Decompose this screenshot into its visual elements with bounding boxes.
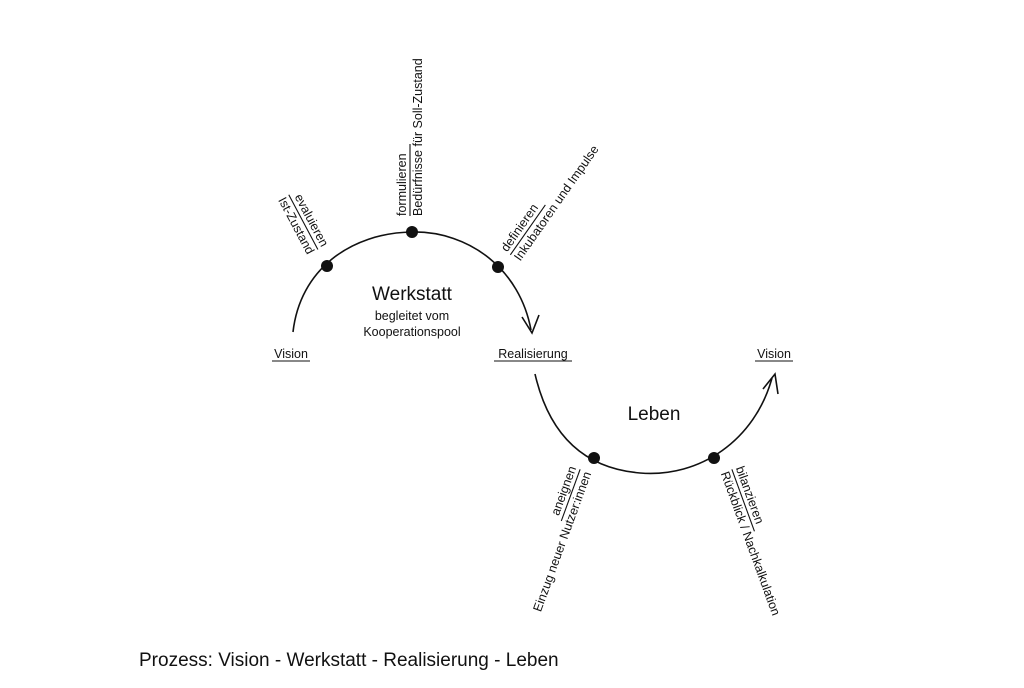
step-bilanzieren-underline — [731, 469, 755, 532]
step-definieren-label: definieren Inkubatoren und Impulse — [498, 143, 602, 264]
step-definieren-underline — [509, 204, 546, 256]
step-aneignen-underline — [560, 469, 581, 522]
leben-arrowhead — [762, 372, 779, 395]
step-formulieren-verb: formulieren — [395, 153, 409, 216]
step-dot-aneignen — [588, 452, 600, 464]
leben-arc — [534, 373, 773, 475]
step-dot-evaluieren — [321, 260, 333, 272]
step-dot-bilanzieren — [708, 452, 720, 464]
node-vision-start: Vision — [274, 347, 308, 361]
leben-title: Leben — [628, 404, 681, 425]
step-formulieren-object: Bedürfnisse für Soll-Zustand — [411, 58, 425, 216]
node-vision-end: Vision — [757, 347, 791, 361]
werkstatt-subtitle-1: begleitet vom — [375, 309, 449, 323]
step-evaluieren-underline — [288, 194, 319, 250]
step-evaluieren-label: evaluieren Ist-Zustand — [275, 192, 331, 257]
werkstatt-title: Werkstatt — [372, 284, 453, 305]
werkstatt-subtitle-2: Kooperationspool — [363, 325, 460, 339]
step-aneignen-label: aneignen Einzug neuer Nutzer:innen — [530, 464, 594, 613]
step-bilanzieren-label: bilanzieren Rückblick / Nachkalkulation — [718, 464, 783, 617]
step-formulieren-label: formulieren Bedürfnisse für Soll-Zustand — [395, 58, 425, 216]
werkstatt-arrowhead — [521, 314, 540, 335]
step-dot-formulieren — [406, 226, 418, 238]
step-dot-definieren — [492, 261, 504, 273]
step-definieren-object: Inkubatoren und Impulse — [511, 143, 601, 264]
caption: Prozess: Vision - Werkstatt - Realisieru… — [139, 650, 559, 671]
node-realisierung: Realisierung — [498, 347, 568, 361]
